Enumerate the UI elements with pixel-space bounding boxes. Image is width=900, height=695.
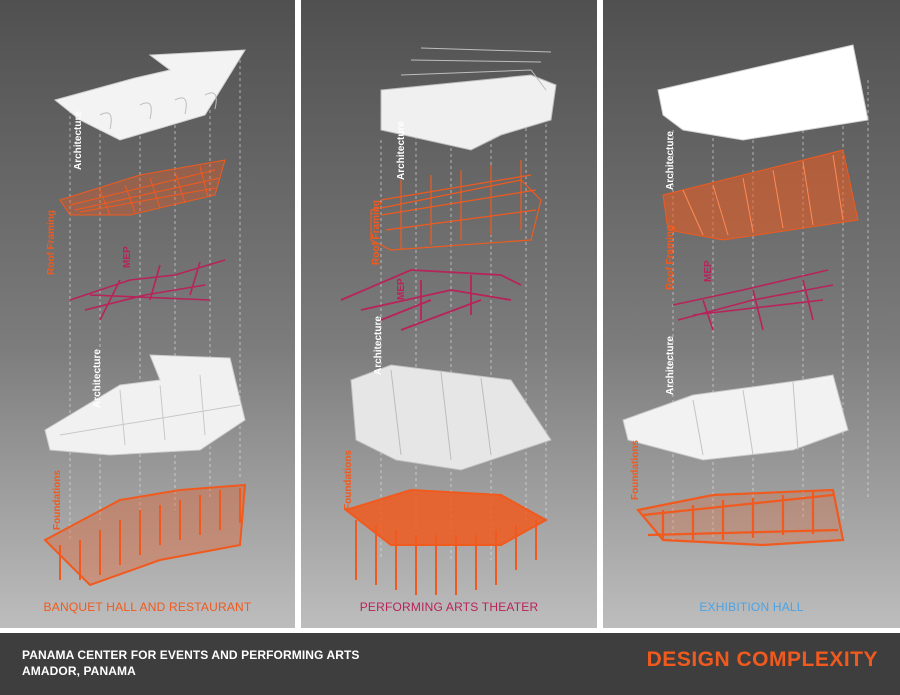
exploded-diagram-theater [340, 47, 557, 595]
exploded-diagram-exhibition-hall [622, 44, 869, 547]
panel-exhibition-hall: Architecture Roof Framing MEP Architectu… [603, 0, 900, 628]
roof-framing-layer [662, 149, 859, 241]
label-roof-framing: Roof Framing [371, 200, 382, 265]
roof-framing-layer [370, 160, 542, 251]
building-architecture-layer [350, 364, 552, 471]
label-roof-framing: Roof Framing [46, 210, 57, 275]
building-architecture-layer [622, 374, 849, 461]
project-location: AMADOR, PANAMA [22, 664, 136, 678]
label-mep: MEP [122, 246, 133, 268]
label-mep: MEP [396, 278, 407, 300]
panel-caption: BANQUET HALL AND RESTAURANT [43, 600, 252, 614]
building-architecture-layer [44, 354, 246, 456]
exploded-diagram-banquet-hall [43, 49, 247, 587]
foundations-layer [343, 488, 549, 595]
foundations-layer [43, 483, 247, 587]
mep-layer [69, 259, 226, 321]
label-architecture-lower: Architecture [373, 316, 384, 375]
mep-layer [672, 269, 834, 331]
roof-architecture-layer [53, 49, 246, 141]
design-complexity-heading: DESIGN COMPLEXITY [646, 648, 878, 671]
label-foundations: Foundations [630, 440, 641, 500]
roof-architecture-layer [657, 44, 869, 141]
label-architecture-lower: Architecture [665, 336, 676, 395]
label-roof-framing: Roof Framing [665, 225, 676, 290]
panel-caption: PERFORMING ARTS THEATER [359, 600, 539, 614]
label-architecture-top: Architecture [396, 121, 407, 180]
label-foundations: Foundations [52, 470, 63, 530]
label-architecture-top: Architecture [665, 131, 676, 190]
panel-banquet-hall: Architecture Roof Framing MEP Architectu… [0, 0, 295, 628]
mep-layer [340, 269, 522, 331]
panel-caption: EXHIBITION HALL [699, 600, 804, 614]
foundations-layer [635, 488, 845, 547]
panel-performing-arts-theater: Architecture Roof Framing MEP Architectu… [301, 0, 597, 628]
label-mep: MEP [703, 260, 714, 282]
label-architecture-top: Architecture [73, 111, 84, 170]
label-architecture-lower: Architecture [92, 349, 103, 408]
roof-framing-layer [59, 159, 226, 216]
project-title: PANAMA CENTER FOR EVENTS AND PERFORMING … [22, 648, 360, 662]
footer-bar: PANAMA CENTER FOR EVENTS AND PERFORMING … [0, 633, 900, 695]
roof-architecture-layer [380, 47, 557, 151]
label-foundations: Foundations [343, 450, 354, 510]
